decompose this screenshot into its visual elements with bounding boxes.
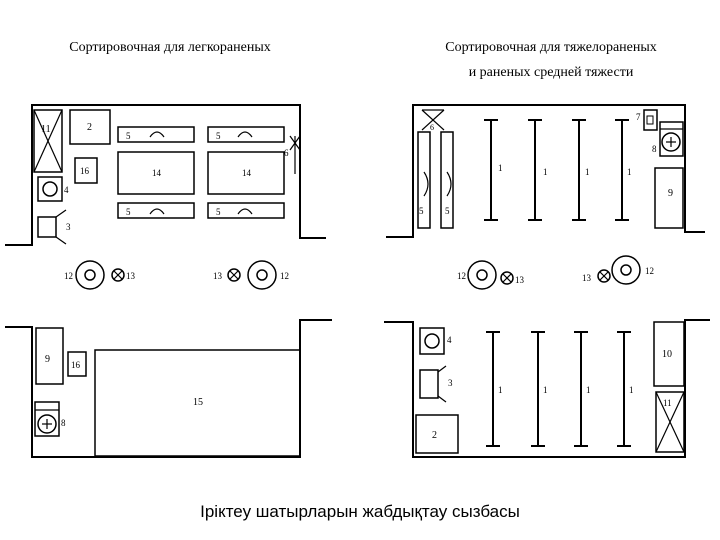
label-5: 5 <box>445 206 450 216</box>
tent-light-wounded-top <box>5 104 326 246</box>
label-1: 1 <box>498 163 503 173</box>
left-heating-row <box>75 260 277 290</box>
label-12: 12 <box>64 271 73 281</box>
label-13: 13 <box>582 273 592 283</box>
label-1: 1 <box>629 385 634 395</box>
label-14: 14 <box>152 168 162 178</box>
label-10: 10 <box>662 349 672 360</box>
tent-heavy-wounded-top <box>386 104 705 238</box>
label-7: 7 <box>636 112 641 122</box>
label-8: 8 <box>61 418 66 428</box>
label-13: 13 <box>213 271 223 281</box>
label-2: 2 <box>87 122 92 133</box>
label-11: 11 <box>41 124 51 135</box>
label-12: 12 <box>645 266 654 276</box>
tent-light-wounded-bottom <box>5 319 332 458</box>
label-2: 2 <box>432 430 437 441</box>
label-12: 12 <box>280 271 289 281</box>
label-3: 3 <box>66 222 71 232</box>
label-14: 14 <box>242 168 252 178</box>
tent-heavy-wounded-bottom <box>384 319 710 458</box>
right-heating-row <box>467 255 641 290</box>
label-1: 1 <box>543 385 548 395</box>
label-9: 9 <box>668 188 673 199</box>
label-1: 1 <box>498 385 503 395</box>
label-4: 4 <box>64 185 69 195</box>
label-11: 11 <box>663 398 672 408</box>
label-1: 1 <box>543 167 548 177</box>
scheme-caption: Іріктеу шатырларын жабдықтау сызбасы <box>200 502 520 521</box>
label-13: 13 <box>126 271 136 281</box>
label-12: 12 <box>457 271 466 281</box>
label-1: 1 <box>585 167 590 177</box>
left-panel-title: Сортировочная для легкораненых <box>69 40 271 55</box>
label-5: 5 <box>126 131 131 141</box>
label-16: 16 <box>80 166 90 176</box>
label-1: 1 <box>586 385 591 395</box>
label-15: 15 <box>193 397 203 408</box>
label-5: 5 <box>419 206 424 216</box>
label-16: 16 <box>71 360 81 370</box>
label-9: 9 <box>45 354 50 365</box>
label-8: 8 <box>652 144 657 154</box>
label-5: 5 <box>216 207 221 217</box>
label-6: 6 <box>430 123 434 132</box>
label-3: 3 <box>448 378 453 388</box>
right-panel-title-line2: и раненых средней тяжести <box>469 65 634 80</box>
right-panel-title-line1: Сортировочная для тяжелораненых <box>445 40 657 55</box>
label-5: 5 <box>126 207 131 217</box>
label-13: 13 <box>515 275 525 285</box>
label-5: 5 <box>216 131 221 141</box>
label-4: 4 <box>447 335 452 345</box>
label-1: 1 <box>627 167 632 177</box>
label-6: 6 <box>284 148 289 158</box>
